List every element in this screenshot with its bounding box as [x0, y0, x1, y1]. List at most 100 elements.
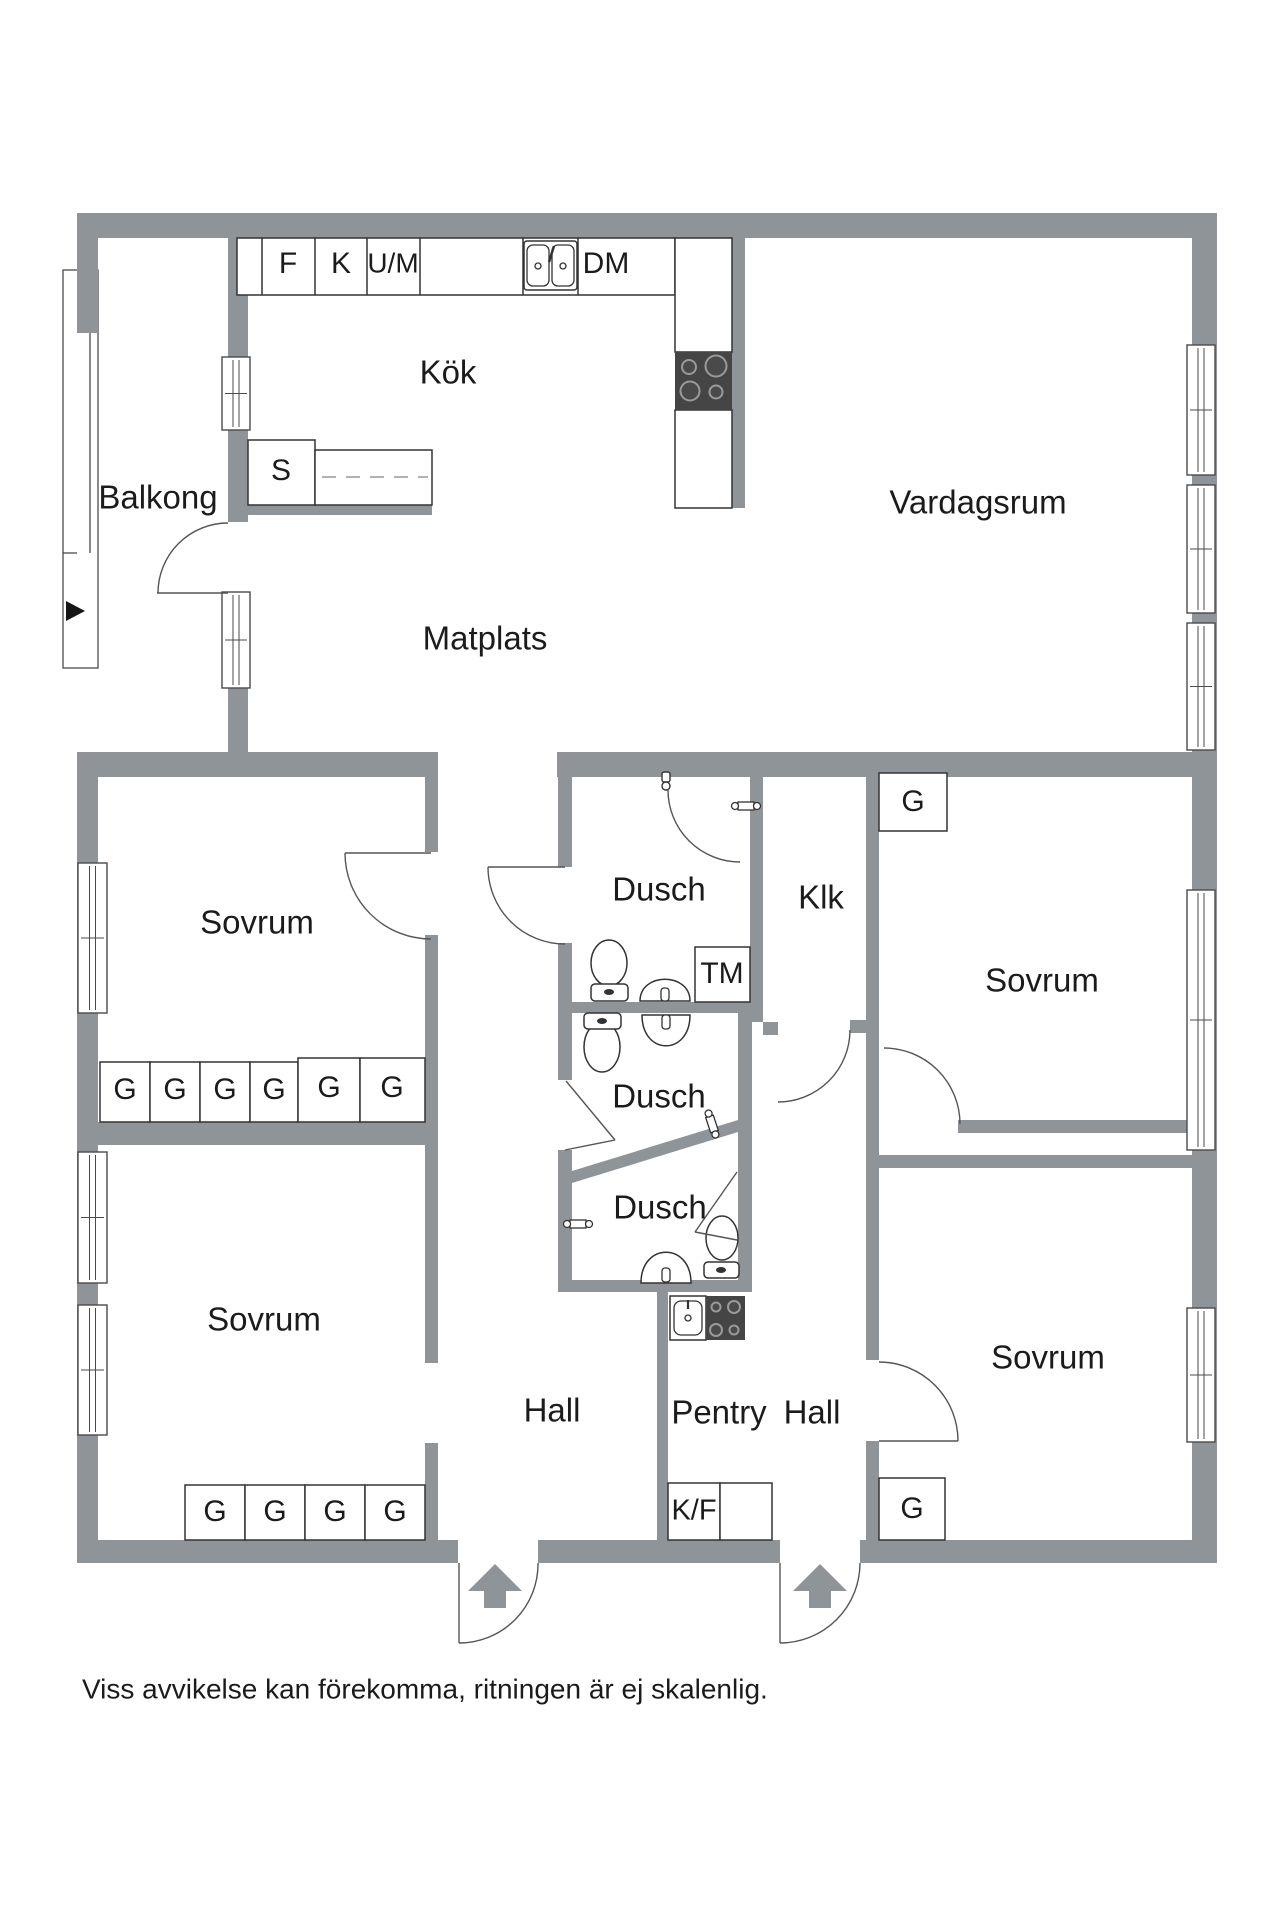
entrance-arrow-icon	[468, 1564, 522, 1608]
washbasin-faucet	[660, 987, 670, 1002]
wall	[558, 943, 572, 1080]
entrance-arrow-icon	[793, 1564, 847, 1608]
wardrobe-label-g5: G	[317, 1071, 340, 1104]
wall	[558, 1280, 752, 1292]
cabinet-box	[199, 1061, 251, 1123]
unit-label-s-cabinet: S	[271, 454, 291, 487]
room-label-kok: Kök	[420, 354, 477, 391]
wardrobe-label-g11: G	[901, 785, 924, 818]
sink-basin	[526, 244, 550, 287]
wardrobe-label-g6: G	[380, 1071, 403, 1104]
stove-burner-icon	[728, 1324, 740, 1336]
wall	[860, 1540, 1217, 1563]
wardrobe-label-g7: G	[203, 1495, 226, 1528]
cabinet-box	[359, 1057, 426, 1123]
room-label-sovrum-bottom-right: Sovrum	[991, 1339, 1105, 1376]
door-leaf	[564, 1139, 616, 1151]
room-label-dusch-top: Dusch	[612, 871, 706, 908]
washbasin-faucet	[661, 1014, 671, 1030]
door-swing-arc	[344, 852, 432, 940]
room-label-matplats: Matplats	[423, 620, 548, 657]
room-label-hall-right: Hall	[784, 1394, 841, 1431]
door-swing-arc	[878, 1361, 959, 1442]
unit-label-dishwasher: DM	[583, 247, 630, 280]
room-label-balkong: Balkong	[98, 479, 217, 516]
wall	[958, 1120, 1192, 1133]
room-label-dusch-bottom: Dusch	[613, 1189, 707, 1226]
toilet-bowl-icon	[705, 1215, 739, 1261]
cabinet-box	[249, 1061, 299, 1123]
cabinet-box	[667, 1482, 721, 1541]
wardrobe-label-g12: G	[900, 1492, 923, 1525]
cabinet-box	[184, 1484, 246, 1541]
stove-burner-icon	[681, 359, 697, 375]
wall	[77, 752, 438, 777]
shower-head-icon	[661, 771, 671, 783]
wall	[425, 935, 438, 1122]
wardrobe-label-g8: G	[263, 1495, 286, 1528]
wardrobe-label-g3: G	[213, 1073, 236, 1106]
wall	[732, 238, 745, 508]
wall	[866, 772, 879, 1360]
sink-faucet	[547, 245, 556, 263]
cabinet-box	[364, 1484, 426, 1541]
room-label-sovrum-mid-left: Sovrum	[200, 904, 314, 941]
cabinet-box	[236, 237, 676, 296]
cabinet-box	[674, 237, 733, 353]
toilet-bowl-icon	[590, 939, 628, 987]
door-swing-arc	[487, 866, 566, 945]
wall	[850, 1020, 867, 1033]
wall	[558, 752, 572, 867]
stove-burner-icon	[679, 380, 701, 402]
door-leaf	[694, 1231, 738, 1241]
cabinet-box	[247, 439, 316, 506]
unit-label-fridge: F	[279, 247, 297, 280]
wall	[228, 430, 248, 522]
wardrobe-label-g2: G	[163, 1073, 186, 1106]
cabinet-box	[878, 772, 948, 832]
room-label-sovrum-bottom-left: Sovrum	[207, 1301, 321, 1338]
cabinet-box	[694, 946, 751, 1003]
unit-label-washing-machine: TM	[700, 957, 743, 990]
wall	[866, 1441, 879, 1540]
wall	[750, 772, 763, 1022]
room-label-sovrum-mid-right: Sovrum	[985, 962, 1099, 999]
wall	[98, 1122, 438, 1145]
toilet-flush-icon	[597, 1018, 607, 1024]
room-label-dusch-middle: Dusch	[612, 1078, 706, 1115]
wall	[248, 505, 432, 515]
wall	[538, 1540, 780, 1563]
door-leaf	[694, 1171, 738, 1233]
stove-burner-icon	[704, 354, 728, 378]
wardrobe-label-g1: G	[113, 1073, 136, 1106]
wardrobe-label-g9: G	[323, 1495, 346, 1528]
cabinet-box	[719, 1482, 773, 1541]
wall	[572, 1002, 750, 1013]
sink-basin	[551, 244, 575, 287]
pentry-sink-drain	[684, 1314, 692, 1322]
toilet-flush-icon	[604, 989, 614, 995]
door-swing-arc	[777, 1029, 851, 1103]
cabinet-box	[99, 1061, 151, 1123]
cabinet-box	[297, 1057, 361, 1123]
stove-burner-icon	[727, 1300, 741, 1314]
stove-burner-icon	[709, 1323, 723, 1337]
wardrobe-label-g4: G	[262, 1073, 285, 1106]
room-label-pentry: Pentry	[671, 1394, 767, 1431]
door-swing-arc	[779, 1562, 861, 1644]
shower-head-icon	[661, 781, 671, 791]
wall	[425, 1443, 438, 1540]
wall	[657, 1292, 668, 1540]
unit-label-freezer: K	[331, 247, 351, 280]
unit-label-oven-micro: U/M	[367, 247, 418, 278]
door-swing-arc	[883, 1047, 961, 1125]
room-label-vardagsrum: Vardagsrum	[889, 484, 1066, 521]
wall	[77, 213, 1217, 238]
wall	[228, 688, 248, 752]
door-swing-arc	[458, 1562, 539, 1644]
direction-arrow-icon	[66, 601, 85, 621]
wall	[425, 1145, 438, 1363]
